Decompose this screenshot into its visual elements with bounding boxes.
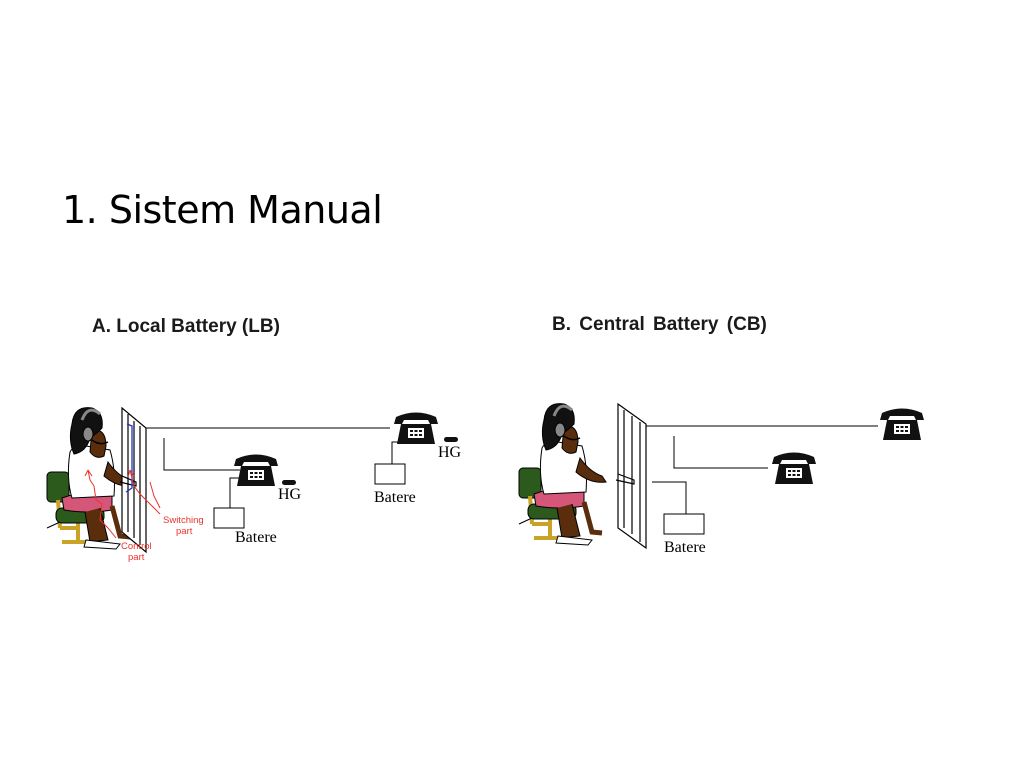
diagram-a-heading: A. Local Battery (LB)	[92, 316, 280, 337]
switching-part-label-2: part	[176, 526, 193, 537]
control-part-label-2: part	[128, 552, 145, 563]
handset-generator-far-icon	[444, 437, 458, 442]
battery-far-box	[374, 463, 406, 485]
hg-label-near: HG	[278, 486, 302, 503]
handset-generator-near-icon	[282, 480, 296, 485]
phone-near-a	[234, 454, 278, 486]
phone-far-b	[880, 408, 924, 440]
battery-near-box	[213, 507, 245, 529]
annotation-arrows	[84, 469, 161, 539]
lines-b	[646, 425, 878, 514]
phone-near-b	[772, 452, 816, 484]
battery-label-far: Batere	[374, 489, 416, 506]
switching-part-label: Switching	[163, 515, 204, 526]
battery-label-near: Batere	[235, 529, 277, 546]
cord-wire	[125, 423, 133, 493]
switchboard-a	[119, 406, 147, 554]
diagram-b-heading: B. Central Battery (CB)	[552, 314, 767, 335]
slide-title: 1. Sistem Manual	[62, 188, 383, 232]
diagram-b: Batere	[519, 404, 924, 556]
control-part-label: Control	[121, 541, 152, 552]
phone-far-a	[394, 412, 438, 444]
operator-b	[519, 404, 606, 545]
switchboard-b	[615, 402, 647, 550]
diagram-a: Switching part Control part HG HG Batere…	[47, 408, 462, 563]
central-battery-box	[663, 513, 705, 535]
operator-a	[47, 408, 134, 549]
hg-label-far: HG	[438, 444, 462, 461]
battery-label-b: Batere	[664, 539, 706, 556]
